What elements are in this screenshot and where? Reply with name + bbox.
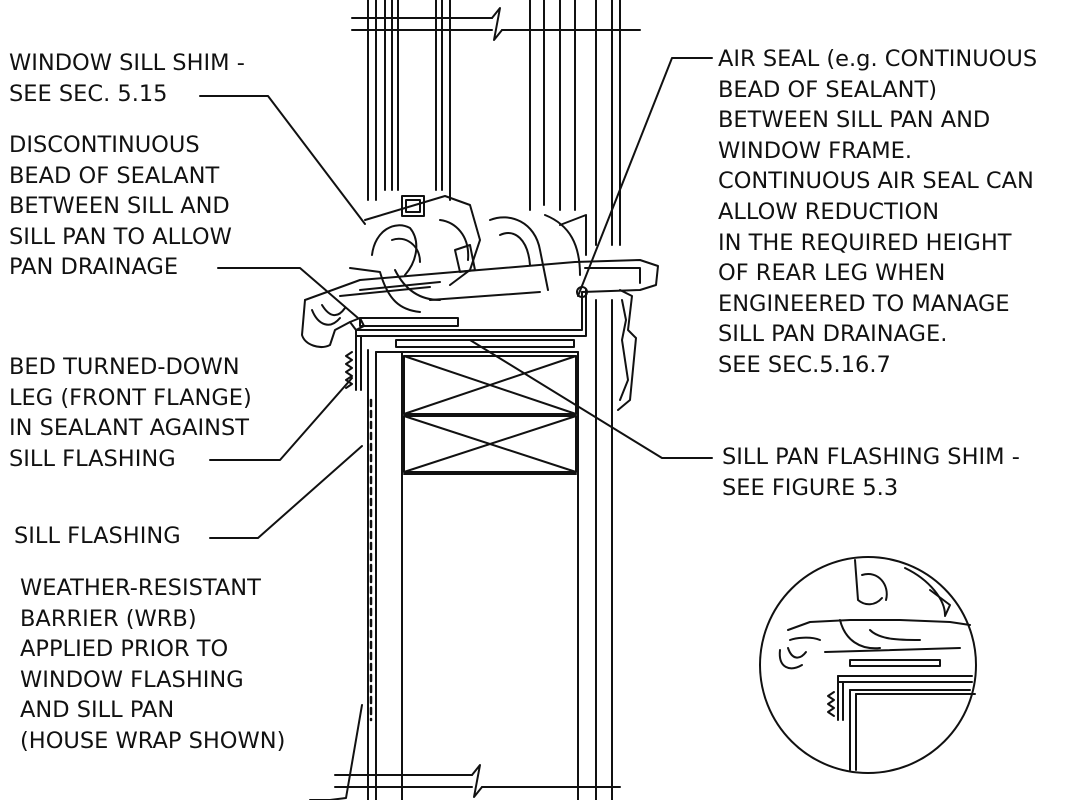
bottom-break-line: [334, 764, 621, 798]
label-wrb: WEATHER-RESISTANT BARRIER (WRB) APPLIED …: [20, 573, 285, 757]
label-line: SILL PAN DRAINAGE.: [718, 321, 948, 348]
label-line: SILL FLASHING: [14, 523, 181, 549]
label-line: BETWEEN SILL AND: [9, 193, 230, 220]
label-bed-turned-down-leg: BED TURNED-DOWN LEG (FRONT FLANGE) IN SE…: [9, 352, 252, 474]
leader-lines: [199, 57, 713, 800]
window-frame-upper: [367, 0, 621, 246]
label-discontinuous-bead: DISCONTINUOUS BEAD OF SEALANT BETWEEN SI…: [9, 130, 232, 283]
label-line: OF REAR LEG WHEN: [718, 260, 946, 287]
label-sill-flashing: SILL FLASHING: [14, 521, 181, 552]
label-line: DISCONTINUOUS: [9, 132, 200, 158]
sill-pan: [345, 289, 587, 391]
magnified-detail: [759, 556, 977, 774]
label-line: IN THE REQUIRED HEIGHT: [718, 229, 1012, 256]
label-line: BED TURNED-DOWN: [9, 354, 240, 380]
label-line: BEAD OF SEALANT: [9, 162, 220, 189]
label-line: LEG (FRONT FLANGE): [9, 384, 252, 411]
label-line: WINDOW FRAME.: [718, 137, 912, 164]
label-line: SEE FIGURE 5.3: [722, 474, 899, 501]
top-break-line: [351, 7, 641, 41]
label-line: BARRIER (WRB): [20, 605, 197, 632]
label-sill-pan-flashing-shim: SILL PAN FLASHING SHIM - SEE FIGURE 5.3: [722, 442, 1020, 503]
label-line: (HOUSE WRAP SHOWN): [20, 727, 286, 754]
label-line: SILL FLASHING: [9, 445, 176, 472]
label-line: WINDOW SILL SHIM -: [9, 50, 245, 76]
label-line: WINDOW FLASHING: [20, 666, 244, 693]
label-line: BETWEEN SILL PAN AND: [718, 107, 991, 134]
label-window-sill-shim: WINDOW SILL SHIM - SEE SEC. 5.15: [9, 48, 245, 109]
label-line: SILL PAN TO ALLOW: [9, 223, 232, 250]
label-line: AIR SEAL (e.g. CONTINUOUS: [718, 46, 1038, 72]
label-line: ENGINEERED TO MANAGE: [718, 290, 1010, 317]
label-line: PAN DRAINAGE: [9, 254, 179, 281]
label-line: CONTINUOUS AIR SEAL CAN: [718, 168, 1034, 195]
wall-framing: [367, 289, 637, 800]
label-line: AND SILL PAN: [20, 697, 175, 724]
window-sill-profile: [301, 195, 659, 348]
label-line: SEE SEC. 5.15: [9, 80, 168, 107]
label-line: WEATHER-RESISTANT: [20, 575, 261, 601]
label-line: SEE SEC.5.16.7: [718, 351, 891, 378]
label-line: IN SEALANT AGAINST: [9, 415, 249, 442]
label-line: BEAD OF SEALANT): [718, 76, 938, 103]
label-line: SILL PAN FLASHING SHIM -: [722, 444, 1020, 470]
label-air-seal: AIR SEAL (e.g. CONTINUOUS BEAD OF SEALAN…: [718, 44, 1037, 381]
label-line: ALLOW REDUCTION: [718, 198, 940, 225]
label-line: APPLIED PRIOR TO: [20, 636, 229, 663]
